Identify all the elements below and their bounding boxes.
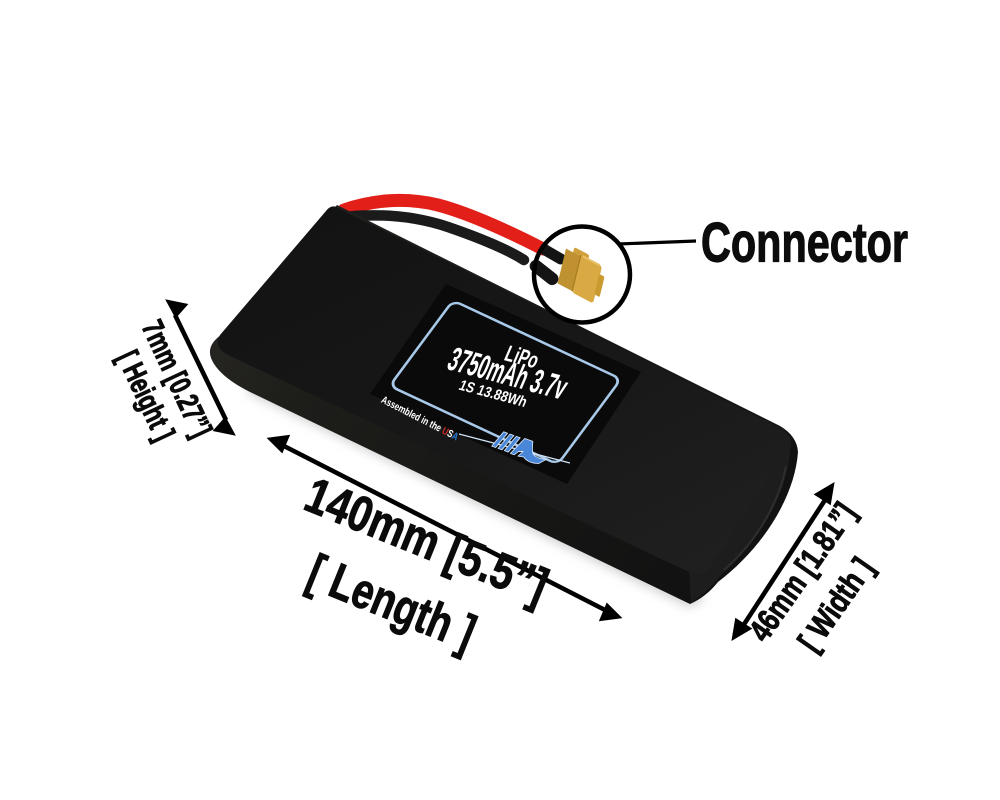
svg-text:Connector: Connector [701, 211, 908, 274]
